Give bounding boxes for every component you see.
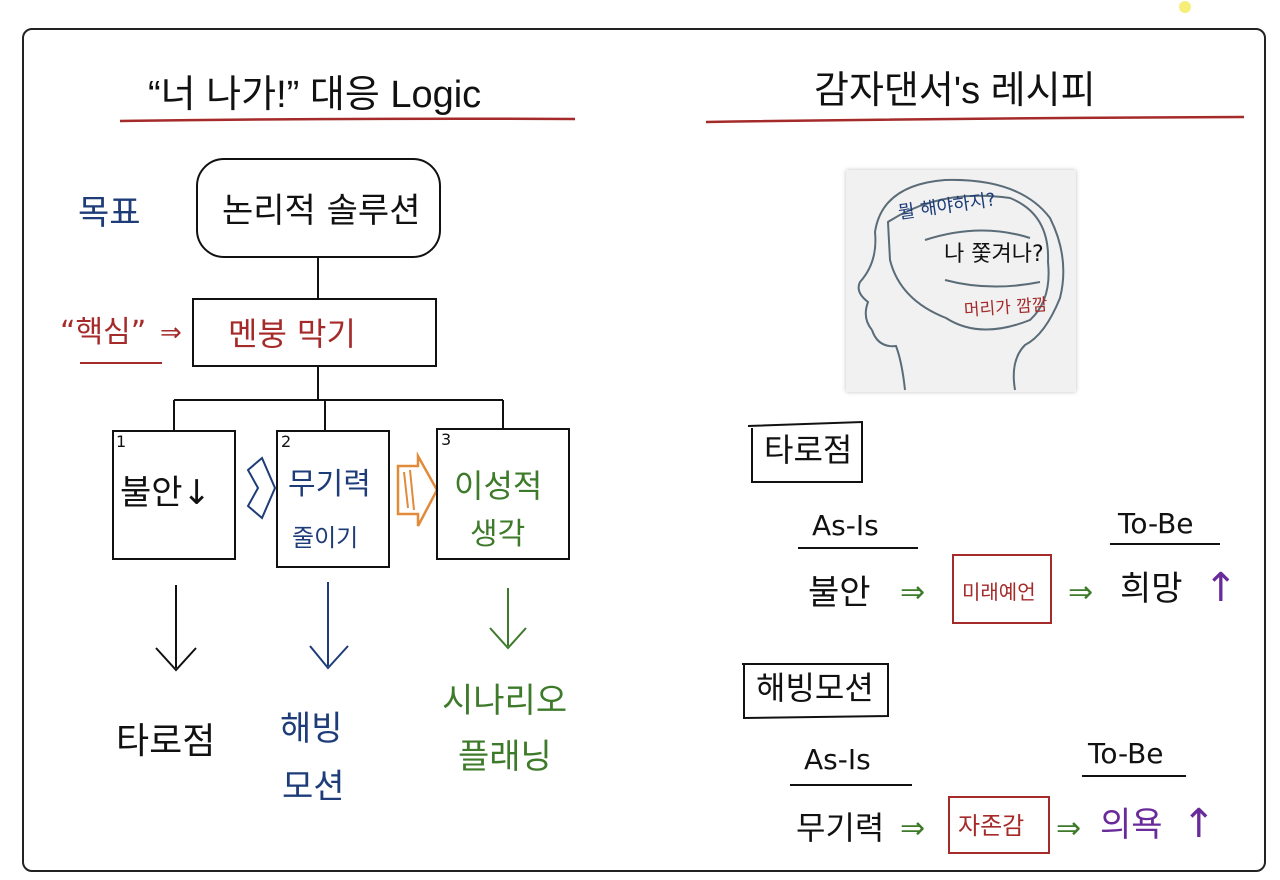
result-text-1: 타로점 bbox=[116, 724, 215, 760]
step-number-1: 1 bbox=[116, 432, 126, 451]
left-title-underline bbox=[120, 119, 575, 121]
right-title-underline bbox=[706, 117, 1244, 122]
section-2-method: 자존감 bbox=[958, 814, 1024, 838]
section-2-from: 무기력 bbox=[796, 812, 884, 844]
step-text-1: 불안↓ bbox=[120, 476, 211, 510]
result-text-3b: 플래닝 bbox=[458, 740, 552, 774]
section-1-method: 미래예언 bbox=[962, 582, 1036, 602]
step-number-3: 3 bbox=[441, 430, 451, 449]
section-2-as-is: As-Is bbox=[804, 746, 871, 774]
step-text-3a: 이성적 bbox=[454, 470, 542, 502]
section-2-to-be: To-Be bbox=[1088, 740, 1164, 768]
result-text-2a: 해빙 bbox=[280, 712, 343, 746]
goal-label: 목표 bbox=[78, 196, 141, 230]
section-1-from: 불안 bbox=[808, 576, 871, 610]
result-text-3a: 시나리오 bbox=[442, 684, 567, 718]
blue-chevron-arrow bbox=[248, 458, 275, 518]
section-2-arrow2: ⇒ bbox=[1056, 814, 1081, 844]
core-label: “핵심” bbox=[60, 318, 146, 348]
core-arrow: ⇒ bbox=[160, 320, 182, 346]
right-title: 감자댄서's 레시피 bbox=[814, 72, 1096, 110]
section-2-arrow1: ⇒ bbox=[900, 814, 925, 844]
down-arrow-2 bbox=[310, 582, 348, 668]
section-1-up-arrow: ↑ bbox=[1204, 568, 1238, 608]
step-text-2a: 무기력 bbox=[288, 470, 371, 500]
section-1-name: 타로점 bbox=[764, 434, 852, 466]
down-arrow-3 bbox=[490, 588, 526, 648]
goal-text: 논리적 솔루션 bbox=[222, 194, 421, 228]
thought-2: 나 쫓겨나? bbox=[944, 244, 1044, 266]
orange-chevron-arrow bbox=[398, 456, 437, 526]
result-text-2b: 모션 bbox=[282, 770, 345, 804]
section-1-to-be: To-Be bbox=[1118, 510, 1194, 538]
section-1-arrow1: ⇒ bbox=[900, 578, 925, 608]
section-2-up-arrow: ↑ bbox=[1182, 804, 1216, 844]
step-text-3b: 생각 bbox=[470, 520, 525, 550]
section-2-name: 해빙모션 bbox=[756, 672, 874, 704]
section-1-to: 희망 bbox=[1120, 572, 1183, 606]
left-title: “너 나가!” 대응 Logic bbox=[148, 76, 481, 114]
step-number-2: 2 bbox=[281, 432, 291, 451]
section-1-arrow2: ⇒ bbox=[1068, 578, 1093, 608]
down-arrow-1 bbox=[156, 585, 196, 670]
section-1-as-is: As-Is bbox=[812, 512, 879, 540]
step-text-2b: 줄이기 bbox=[292, 526, 358, 550]
core-text: 멘붕 막기 bbox=[228, 318, 356, 350]
section-2-to: 의욕 bbox=[1100, 808, 1163, 842]
